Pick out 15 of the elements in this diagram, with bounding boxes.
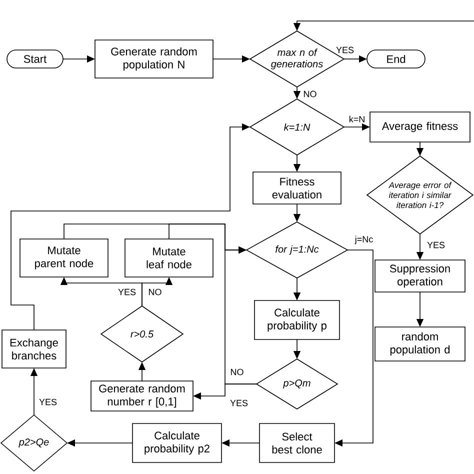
process-box: Exchange branches	[2, 330, 66, 368]
process-box: random population d	[374, 326, 466, 362]
process-box: Calculate probability p	[254, 300, 340, 340]
process-box: Generate random population N	[94, 40, 214, 78]
process-box: Calculate probability p2	[132, 423, 222, 463]
terminal-pill: Start	[6, 50, 64, 68]
process-box: Average fitness	[370, 112, 470, 142]
process-box: Mutate leaf node	[124, 238, 214, 278]
process-box: Generate random number r [0,1]	[90, 380, 194, 412]
terminal-pill: End	[366, 50, 426, 68]
edge-label: k=N	[348, 114, 366, 124]
process-box: Select best clone	[259, 423, 335, 463]
process-box: Mutate parent node	[20, 238, 108, 278]
process-box: Fitness evaluation	[252, 172, 342, 204]
process-box: Suppression operation	[374, 260, 466, 292]
